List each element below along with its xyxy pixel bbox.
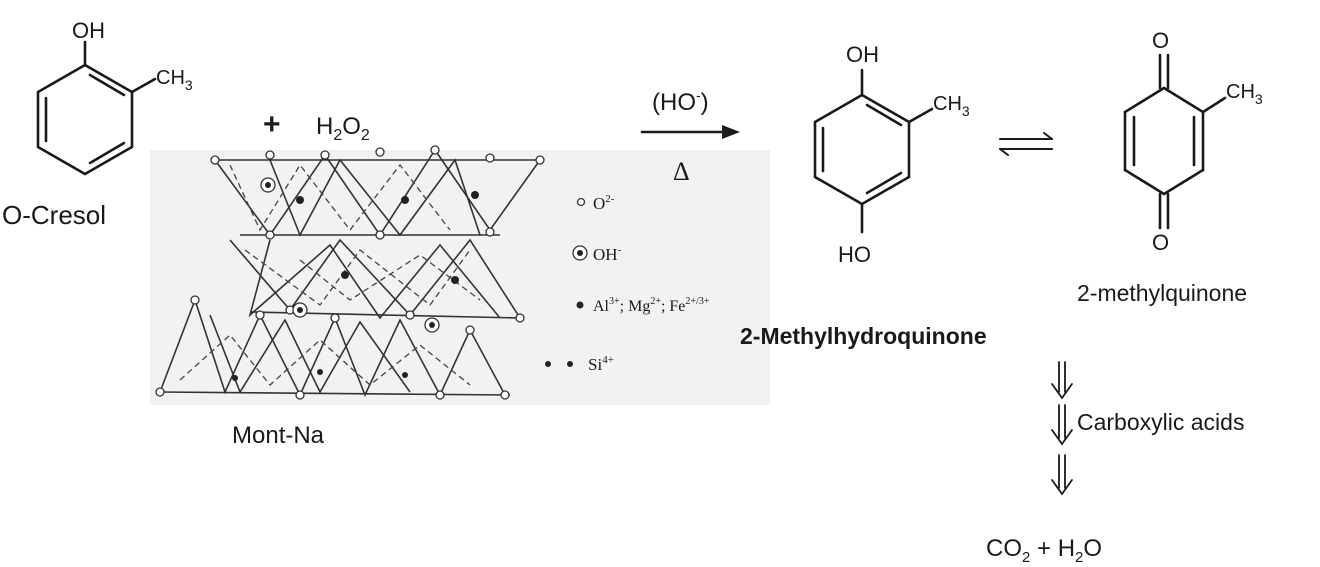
- hydroquinone-name: 2-Methylhydroquinone: [740, 323, 987, 349]
- down-arrow-icon: [1051, 454, 1073, 496]
- equilibrium-arrows: [999, 132, 1053, 156]
- carboxylic-acids-label: Carboxylic acids: [1077, 409, 1244, 435]
- cresol-oh-label: OH: [72, 18, 105, 43]
- methylquinone-structure: O CH3 O 2-methylquinone: [1077, 28, 1263, 306]
- quinone-ch3-label: CH: [1226, 81, 1255, 103]
- clay-name: Mont-Na: [232, 422, 325, 449]
- quinone-ch3-subscript: 3: [1255, 91, 1263, 107]
- reaction-arrow: (HO-) Δ: [640, 87, 740, 186]
- svg-text:CH3: CH3: [156, 67, 193, 93]
- filled-dot-icon: [576, 301, 584, 309]
- hydroquinone-ch3-subscript: 3: [962, 103, 970, 119]
- catalyst-condition-label: (HO-): [652, 87, 709, 116]
- hydroquinone-oh-top: OH: [846, 42, 879, 67]
- cresol-ch3-label: CH: [156, 67, 185, 89]
- down-arrow-icon: [1051, 361, 1073, 400]
- montmorillonite-lattice-illustration: [150, 145, 770, 405]
- svg-text:CH3: CH3: [1226, 81, 1263, 107]
- open-circle-icon: [576, 197, 586, 207]
- hydroquinone-ch3-label: CH: [933, 93, 962, 115]
- final-products-label: CO2 + H2O: [986, 535, 1102, 566]
- heat-symbol: Δ: [673, 157, 690, 186]
- cresol-ch3-subscript: 3: [185, 77, 193, 93]
- legend-silicon: Si4+: [588, 354, 614, 374]
- quinone-o-bottom: O: [1152, 230, 1169, 255]
- cresol-name: O-Cresol: [2, 200, 106, 230]
- hydroquinone-ho-bottom: HO: [838, 242, 871, 267]
- o-cresol-structure: OH CH3 O-Cresol: [2, 18, 193, 230]
- hydrogen-peroxide-label: H2O2: [316, 113, 370, 144]
- lattice-legend: O2- OH- Al3+; Mg2+; Fe2+/3+ Si4+: [545, 193, 710, 374]
- legend-metal-cations: Al3+; Mg2+; Fe2+/3+: [593, 296, 710, 315]
- quinone-name: 2-methylquinone: [1077, 280, 1247, 306]
- plus-sign: +: [263, 108, 281, 141]
- degradation-pathway: Carboxylic acids CO2 + H2O: [986, 361, 1244, 566]
- legend-oxide: O2-: [593, 193, 615, 213]
- down-arrow-icon: [1051, 404, 1073, 446]
- quinone-o-top: O: [1152, 28, 1169, 53]
- svg-text:CH3: CH3: [933, 93, 970, 119]
- legend-hydroxide: OH-: [593, 244, 622, 264]
- methylhydroquinone-structure: OH CH3 HO 2-Methylhydroquinone: [740, 42, 987, 349]
- small-dot-icon: [545, 361, 551, 367]
